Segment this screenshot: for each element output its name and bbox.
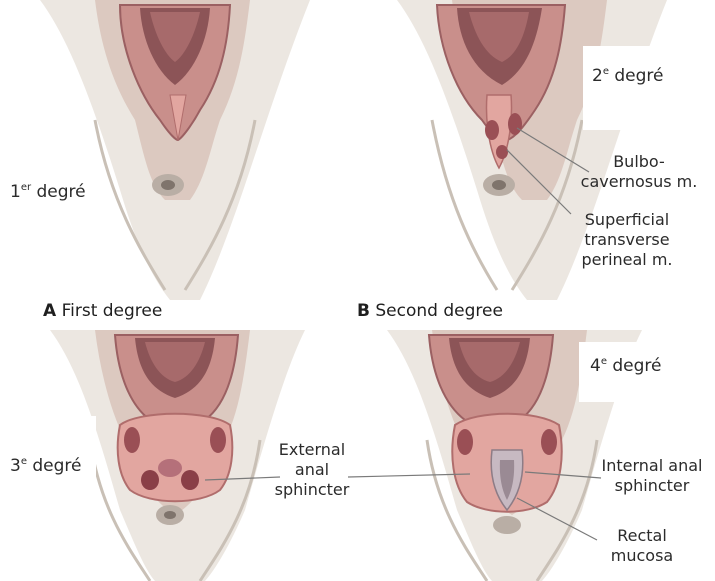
annotation-external-anal-sphincter: External anal sphincter — [262, 440, 362, 500]
